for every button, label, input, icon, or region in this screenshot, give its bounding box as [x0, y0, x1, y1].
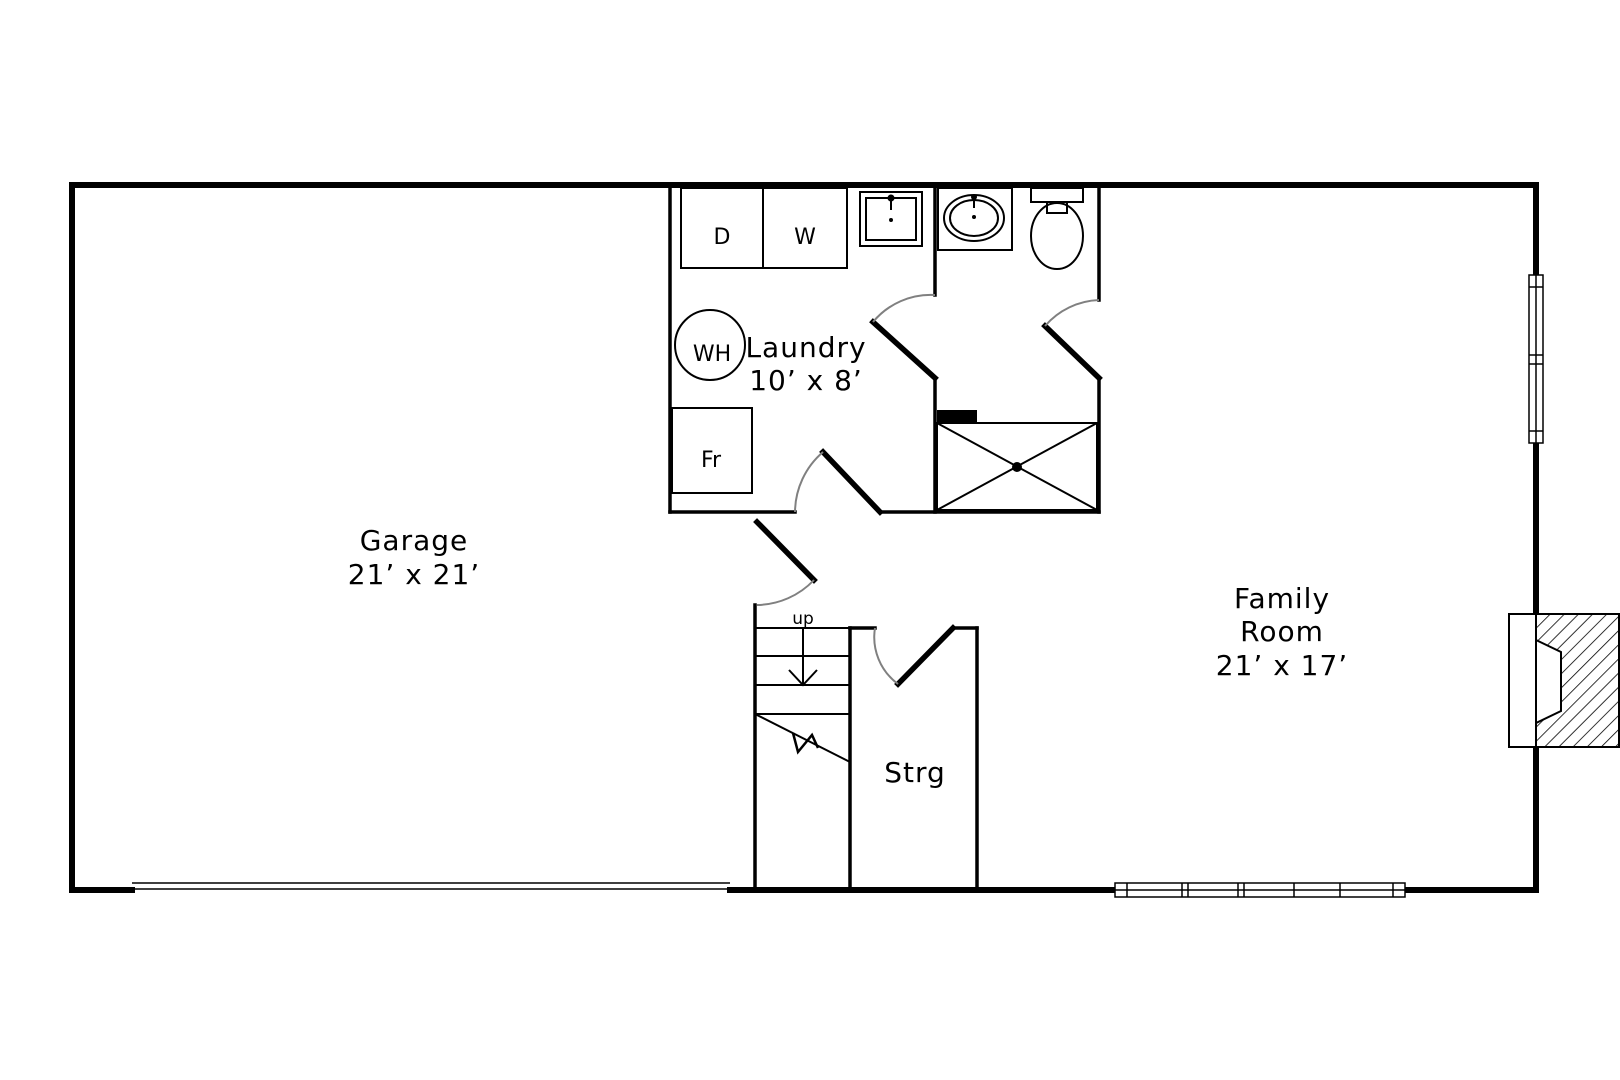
family-room-label: Family	[1234, 582, 1330, 615]
exterior-walls	[69, 182, 1539, 893]
laundry-size: 10’ x 8’	[749, 364, 863, 397]
fixture-labels: D W WH Fr up	[693, 225, 816, 629]
stairs	[754, 627, 851, 763]
storage-label: Strg	[884, 756, 946, 789]
shower-drain	[1012, 462, 1022, 472]
washer	[762, 187, 848, 269]
room-labels: Garage 21’ x 21’ Laundry 10’ x 8’ Family…	[348, 331, 1348, 789]
water-heater	[674, 309, 746, 381]
washer-label: W	[794, 225, 816, 250]
toilet-tank	[1030, 187, 1084, 203]
refrigerator-label: Fr	[701, 448, 722, 473]
window-east	[1528, 274, 1544, 444]
garage-label: Garage	[360, 524, 469, 557]
door-swings	[756, 293, 1100, 685]
shower	[936, 422, 1098, 511]
door-leaves	[753, 318, 1103, 688]
toilet-bowl	[1030, 202, 1084, 270]
fireplace	[1508, 613, 1620, 748]
garage-door	[132, 882, 730, 890]
laundry-label: Laundry	[745, 331, 866, 364]
shower-bench	[937, 410, 977, 423]
stairs-up-label: up	[792, 609, 814, 629]
interior-walls	[668, 186, 1101, 890]
vanity	[937, 187, 1013, 251]
utility-sink	[859, 191, 923, 247]
family-room-size: 21’ x 17’	[1216, 649, 1348, 682]
family-room-label-2: Room	[1240, 615, 1324, 648]
water-heater-label: WH	[693, 342, 731, 367]
bath-fixtures	[936, 187, 1098, 511]
bath-details	[937, 194, 1022, 472]
dryer-label: D	[714, 225, 731, 250]
sink-tap	[887, 194, 895, 222]
window-south	[1114, 882, 1406, 898]
refrigerator	[671, 407, 753, 494]
garage-size: 21’ x 21’	[348, 558, 480, 591]
